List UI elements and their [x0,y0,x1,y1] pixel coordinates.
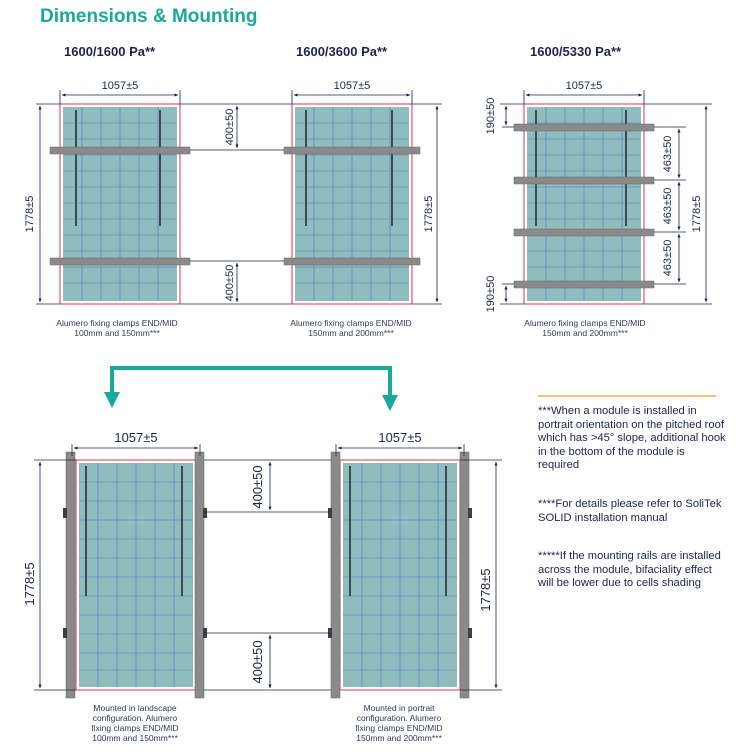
module-frame [59,103,181,305]
module-frame [523,103,645,305]
mounting-rail-3 [513,228,655,237]
vertical-rail-left [330,451,341,699]
heading-1600-1600: 1600/1600 Pa** [64,44,156,59]
mounting-rail-lower [49,257,191,266]
dim-length-left: 1778±5 [24,196,36,233]
module-top-left [49,103,191,305]
dim-width-bottom-left: 1057±5 [114,430,157,445]
cell-grid [295,107,409,301]
mounting-rail-2 [513,176,655,185]
dim-400-lower: 400±50 [224,265,236,302]
rail-connector-lines [190,149,284,262]
dimension-lines-top [36,90,712,305]
dim-463-3: 463±50 [662,240,674,277]
module-bottom-right [328,451,472,699]
teal-arrow-head-left [104,392,120,408]
mounting-rail-lower [283,257,421,266]
module-top-right [513,103,655,305]
dimension-lines-bottom [34,444,502,691]
dim-400-bottom-lower: 400±50 [250,640,265,683]
dim-length-bottom-left: 1778±5 [22,562,37,605]
dim-width-right: 1057±5 [566,80,603,92]
mounting-hooks [305,110,393,226]
heading-1600-3600: 1600/3600 Pa** [296,44,388,59]
note-bifaciality: *****If the mounting rails are installed… [538,550,721,590]
caption-bottom-right: Mounted in portrait configuration. Alume… [355,703,443,743]
dim-width-middle: 1057±5 [334,80,371,92]
page-title: Dimensions & Mounting [40,6,258,27]
module-bottom-left [63,451,207,699]
caption-top-right: Alumero fixing clamps END/MID 150mm and … [524,318,646,338]
dim-length-bottom-right: 1778±5 [478,568,493,611]
teal-arrows [104,366,398,411]
mounting-hooks [349,466,447,596]
dim-length-right: 1778±5 [691,196,703,233]
vertical-rail-right [194,451,205,699]
module-top-middle [283,103,421,305]
dim-400-bottom-upper: 400±50 [250,465,265,508]
vertical-rail-right [459,451,470,699]
mounting-rail-upper [49,146,191,155]
mounting-hooks [75,110,161,226]
note-installation-manual: ****For details please refer to SoliTek … [538,498,722,524]
teal-arrow-line [110,366,392,396]
dimension-labels-top: 1057±5 1057±5 1057±5 1778±5 1778±5 1778±… [24,80,703,312]
dimension-labels-bottom: 1057±5 1057±5 1778±5 1778±5 400±50 400±5… [22,430,493,684]
dim-463-1: 463±50 [662,136,674,173]
vertical-rail-left [65,451,76,699]
mounting-rail-4 [513,280,655,289]
heading-1600-5330: 1600/5330 Pa** [530,44,622,59]
teal-arrow-head-right [382,395,398,411]
dim-width-left: 1057±5 [102,80,139,92]
note-hook-requirement: ***When a module is installed in portrai… [538,405,726,472]
caption-top-left: Alumero fixing clamps END/MID 100mm and … [56,318,178,338]
dim-400-upper: 400±50 [224,109,236,146]
dim-length-middle: 1778±5 [423,196,435,233]
cell-grid [79,463,193,687]
cell-grid [343,463,457,687]
cell-grid [63,107,177,301]
mounting-hooks [85,466,183,596]
dim-190-lower: 190±50 [485,276,497,313]
dim-463-2: 463±50 [662,188,674,225]
module-frame [291,103,413,305]
caption-bottom-left: Mounted in landscape configuration. Alum… [91,703,179,743]
mounting-rail-1 [513,123,655,132]
dim-190-upper: 190±50 [485,98,497,135]
dim-width-bottom-right: 1057±5 [378,430,421,445]
mounting-rail-upper [283,146,421,155]
caption-top-middle: Alumero fixing clamps END/MID 150mm and … [290,318,412,338]
